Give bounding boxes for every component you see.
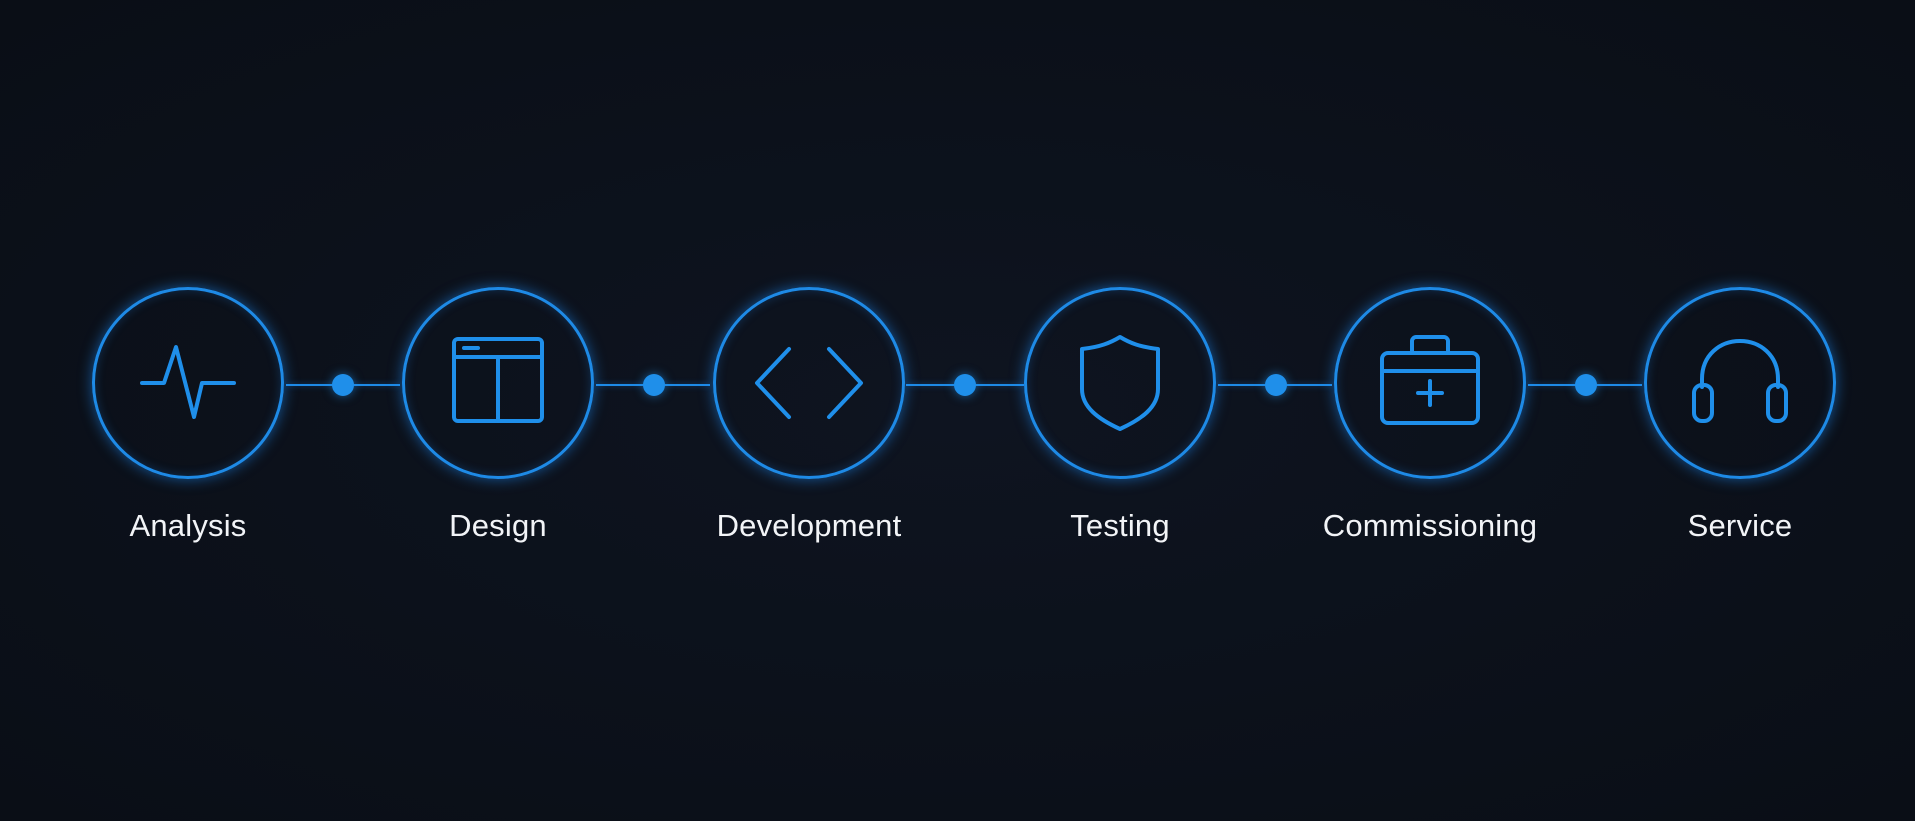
headphones-icon xyxy=(1692,339,1788,423)
step-label-analysis: Analysis xyxy=(129,508,247,543)
step-label-design: Design xyxy=(449,508,547,543)
shield-icon xyxy=(1080,335,1160,431)
step-design-node xyxy=(402,287,594,479)
code-brackets-icon xyxy=(755,347,863,419)
step-service-node xyxy=(1644,287,1836,479)
step-commissioning-node xyxy=(1334,287,1526,479)
step-label-service: Service xyxy=(1687,508,1793,543)
step-testing-node xyxy=(1024,287,1216,479)
pulse-icon xyxy=(140,345,236,419)
step-label-commissioning: Commissioning xyxy=(1322,508,1538,543)
connector-dot xyxy=(1265,374,1287,396)
connector-dot xyxy=(332,374,354,396)
connector-dot xyxy=(1575,374,1597,396)
step-analysis-node xyxy=(92,287,284,479)
connector-dot xyxy=(643,374,665,396)
step-label-testing: Testing xyxy=(1070,508,1170,543)
step-label-development: Development xyxy=(716,508,902,543)
step-development-node xyxy=(713,287,905,479)
layout-icon xyxy=(452,337,544,423)
briefcase-plus-icon xyxy=(1380,335,1480,425)
connector-dot xyxy=(954,374,976,396)
